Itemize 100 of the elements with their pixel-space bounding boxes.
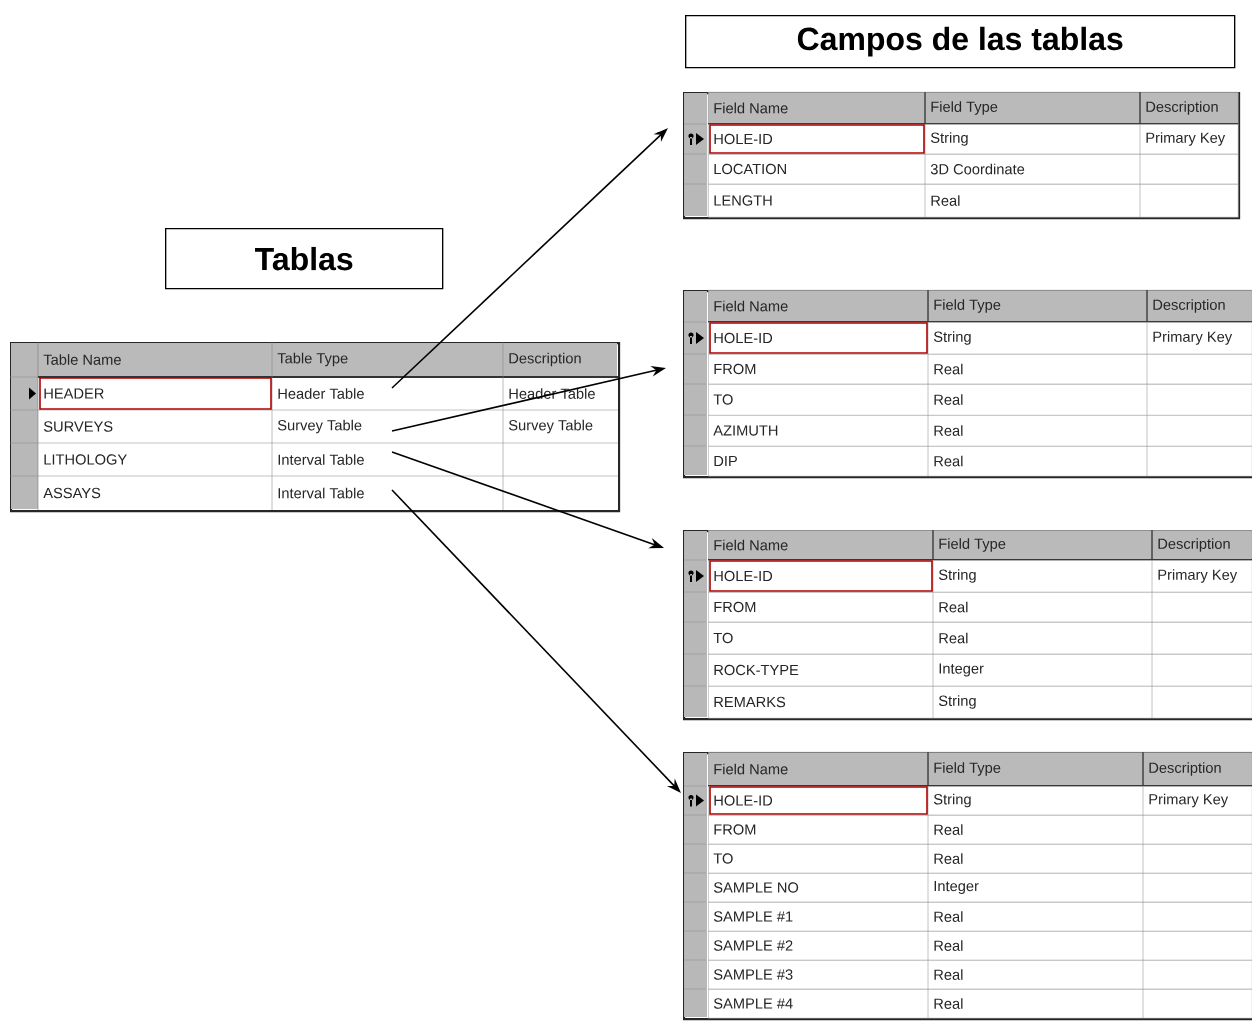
cell-text: Real bbox=[934, 969, 963, 980]
cell-text: Field Name bbox=[714, 300, 788, 312]
cell-text: SAMPLE #1 bbox=[713, 911, 793, 922]
column-heading: Table Name bbox=[43, 354, 121, 365]
table-row bbox=[708, 559, 1252, 593]
cell-text: Real bbox=[934, 824, 963, 835]
table-row bbox=[708, 153, 1239, 185]
table-row bbox=[708, 930, 1252, 961]
table-row bbox=[708, 653, 1252, 687]
table-row bbox=[708, 591, 1252, 623]
cell-text: AZIMUTH bbox=[713, 425, 778, 436]
cell-text: Real bbox=[931, 195, 960, 206]
column-heading: Table Type bbox=[277, 352, 348, 367]
cell-text: ASSAYS bbox=[43, 487, 101, 499]
table-row bbox=[708, 123, 1239, 155]
table-row bbox=[708, 183, 1239, 218]
cell-text: HOLE-ID bbox=[714, 332, 773, 344]
cell-text: TO bbox=[713, 632, 733, 644]
cell-text: String bbox=[933, 793, 971, 808]
cell-text: HOLE-ID bbox=[714, 795, 773, 806]
cell-text: Description bbox=[1158, 538, 1230, 552]
cell-text: Integer bbox=[939, 663, 984, 677]
table-row bbox=[708, 445, 1252, 477]
table-row bbox=[708, 321, 1252, 355]
cell-text: HEADER bbox=[44, 388, 104, 399]
cell-text: Field Name bbox=[714, 539, 788, 551]
table-row bbox=[708, 959, 1252, 990]
cell-text: SAMPLE #3 bbox=[713, 969, 793, 980]
cell-text: ROCK-TYPE bbox=[714, 664, 799, 676]
table-row bbox=[708, 353, 1252, 385]
cell-text: HOLE-ID bbox=[714, 570, 773, 582]
cell-text: 3D Coordinate bbox=[930, 163, 1025, 175]
cell-text: Primary Key bbox=[1149, 793, 1229, 808]
cell-text: Integer bbox=[934, 880, 979, 895]
cell-text: Real bbox=[934, 425, 963, 436]
cell-text: Field Type bbox=[934, 299, 1001, 313]
table-row bbox=[708, 621, 1252, 655]
table-row bbox=[708, 414, 1252, 447]
cell-text: Real bbox=[934, 911, 963, 922]
table-row bbox=[708, 988, 1252, 1019]
cell-text: Field Type bbox=[934, 762, 1001, 776]
table-row bbox=[708, 383, 1252, 416]
cell-text: Primary Key bbox=[1153, 331, 1233, 345]
header-row bbox=[707, 751, 1252, 787]
cell-text: HOLE-ID bbox=[714, 133, 773, 145]
cell-text: SAMPLE #2 bbox=[713, 940, 793, 951]
cell-text: SAMPLE NO bbox=[713, 882, 799, 893]
cell-text: LITHOLOGY bbox=[44, 454, 127, 465]
cell-text: Description bbox=[1153, 299, 1225, 313]
cell-text: Real bbox=[934, 998, 963, 1009]
table-row bbox=[708, 814, 1252, 845]
cell-text: Header Table bbox=[509, 388, 595, 399]
cell-text: Survey Table bbox=[277, 419, 362, 434]
cell-text: Survey Table bbox=[508, 419, 593, 434]
cell-text: FROM bbox=[714, 824, 756, 835]
cell-text: LOCATION bbox=[714, 163, 786, 175]
cell-text: Description bbox=[1146, 101, 1218, 115]
header-row bbox=[707, 91, 1239, 125]
arrow bbox=[391, 489, 681, 793]
title-box: Tablas bbox=[165, 228, 444, 290]
cell-text: TO bbox=[713, 394, 733, 405]
cell-text: REMARKS bbox=[714, 696, 786, 708]
cell-text: Field Type bbox=[939, 538, 1006, 552]
table-row bbox=[708, 843, 1252, 874]
table-row bbox=[708, 685, 1252, 719]
cell-text: Real bbox=[934, 455, 963, 467]
table-row bbox=[708, 901, 1252, 932]
cell-text: Real bbox=[939, 601, 968, 613]
cell-text: Real bbox=[934, 363, 963, 375]
column-heading: Description bbox=[509, 352, 581, 367]
cell-text: String bbox=[930, 132, 968, 146]
cell-text: Header Table bbox=[278, 388, 364, 399]
cell-text: TO bbox=[713, 853, 733, 864]
cell-text: Field Name bbox=[714, 763, 788, 775]
cell-text: Interval Table bbox=[278, 454, 364, 465]
cell-text: DIP bbox=[714, 456, 737, 467]
cell-text: String bbox=[938, 695, 976, 709]
cell-text: Primary Key bbox=[1158, 569, 1238, 583]
cell-text: LENGTH bbox=[714, 195, 772, 206]
cell-text: FROM bbox=[714, 601, 756, 613]
cell-text: FROM bbox=[714, 363, 756, 375]
cell-text: String bbox=[933, 331, 971, 345]
arrow bbox=[391, 128, 668, 389]
cell-text: SAMPLE #4 bbox=[713, 998, 793, 1009]
header-row bbox=[707, 529, 1252, 561]
table-row bbox=[708, 872, 1252, 903]
table-row bbox=[708, 785, 1252, 816]
cell-text: Field Name bbox=[714, 102, 788, 114]
cell-text: Real bbox=[934, 940, 963, 951]
cell-text: Description bbox=[1149, 762, 1221, 776]
cell-text: SURVEYS bbox=[43, 421, 113, 432]
table-grid bbox=[9, 341, 621, 513]
cell-text: Primary Key bbox=[1146, 132, 1226, 146]
header-row bbox=[707, 289, 1252, 323]
cell-text: Field Type bbox=[931, 101, 998, 115]
cell-text: Interval Table bbox=[278, 487, 364, 499]
cell-text: Real bbox=[939, 632, 968, 644]
cell-text: String bbox=[938, 569, 976, 583]
title-box: Campos de las tablas bbox=[685, 15, 1236, 69]
cell-text: Real bbox=[934, 394, 963, 405]
